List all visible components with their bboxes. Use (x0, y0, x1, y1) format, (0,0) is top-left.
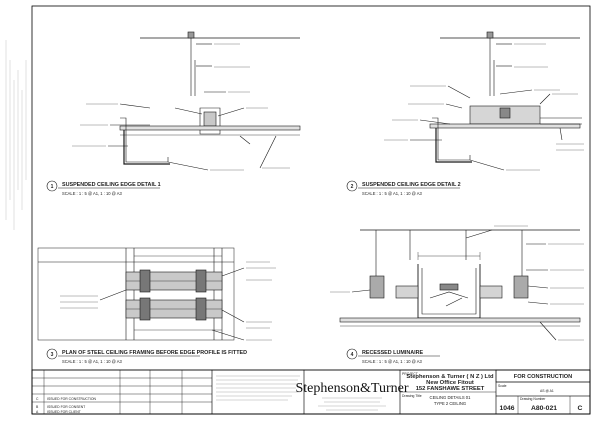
detail-3-title: 3 PLAN OF STEEL CEILING FRAMING BEFORE E… (46, 348, 247, 364)
detail-3-number: 3 (51, 352, 54, 358)
firm-logo: Stephenson&Turner (295, 381, 408, 396)
drawing-number-label: Drawing Number (520, 397, 546, 401)
detail-2-scale: SCALE : 1 : 5 @ A1, 1 : 10 @ A3 (362, 191, 422, 196)
detail-3 (37, 247, 276, 341)
drawing-title-line-2: TYPE 2 CEILING (434, 401, 466, 406)
project-label: PROJECT (402, 372, 418, 376)
detail-1-title: 1 SUSPENDED CEILING EDGE DETAIL 1 SCALE … (46, 180, 161, 196)
detail-3-title-text: PLAN OF STEEL CEILING FRAMING BEFORE EDG… (62, 350, 247, 356)
detail-3-scale: SCALE : 1 : 5 @ A1, 1 : 10 @ A3 (62, 359, 122, 364)
scale-value: AS @ A1 (540, 389, 554, 393)
detail-4-number: 4 (351, 352, 354, 358)
scale-label: Scale (498, 384, 507, 388)
title-block: C ISSUED FOR CONSTRUCTION B ISSUED FOR C… (31, 369, 591, 415)
revision-a-description: ISSUED FOR CLIENT (47, 410, 81, 414)
notes-text-lines (216, 375, 300, 401)
detail-4-title: 4 RECESSED LUMINAIRE SCALE : 1 : 5 @ A1,… (346, 348, 440, 364)
revision-a-code: A (36, 410, 39, 414)
revision-b-code: B (36, 405, 39, 409)
detail-2-title-text: SUSPENDED CEILING EDGE DETAIL 2 (362, 182, 461, 188)
drawing-title-line-1: CEILING DETAILS 01 (430, 395, 472, 400)
detail-1-scale: SCALE : 1 : 5 @ A1, 1 : 10 @ A3 (62, 191, 122, 196)
revision-letter: C (578, 405, 583, 412)
firm-address-lines (318, 397, 386, 411)
detail-1 (72, 31, 301, 171)
detail-4 (330, 225, 584, 341)
detail-1-title-text: SUSPENDED CEILING EDGE DETAIL 1 (62, 182, 161, 188)
job-number: 1046 (499, 405, 514, 412)
client-name: Stephenson & Turner ( N Z ) Ltd (406, 374, 494, 380)
detail-2-number: 2 (351, 184, 354, 190)
detail-4-scale: SCALE : 1 : 5 @ A1, 1 : 10 @ A3 (362, 359, 422, 364)
project-name: New Office Fitout (426, 380, 474, 386)
detail-1-number: 1 (51, 184, 54, 190)
margin-notes (5, 40, 27, 230)
drawing-number: A80-021 (531, 405, 557, 412)
revision-c-code: C (36, 397, 39, 401)
detail-4-title-text: RECESSED LUMINAIRE (362, 350, 424, 356)
drawing-title-label: Drawing Title (402, 394, 422, 398)
revision-b-description: ISSUED FOR CONSENT (47, 405, 85, 409)
detail-2 (384, 31, 584, 171)
status-stamp: FOR CONSTRUCTION (514, 374, 572, 380)
detail-2-title: 2 SUSPENDED CEILING EDGE DETAIL 2 SCALE … (346, 180, 461, 196)
project-address: 152 FANSHAWE STREET (416, 386, 485, 392)
revision-c-description: ISSUED FOR CONSTRUCTION (47, 397, 97, 401)
